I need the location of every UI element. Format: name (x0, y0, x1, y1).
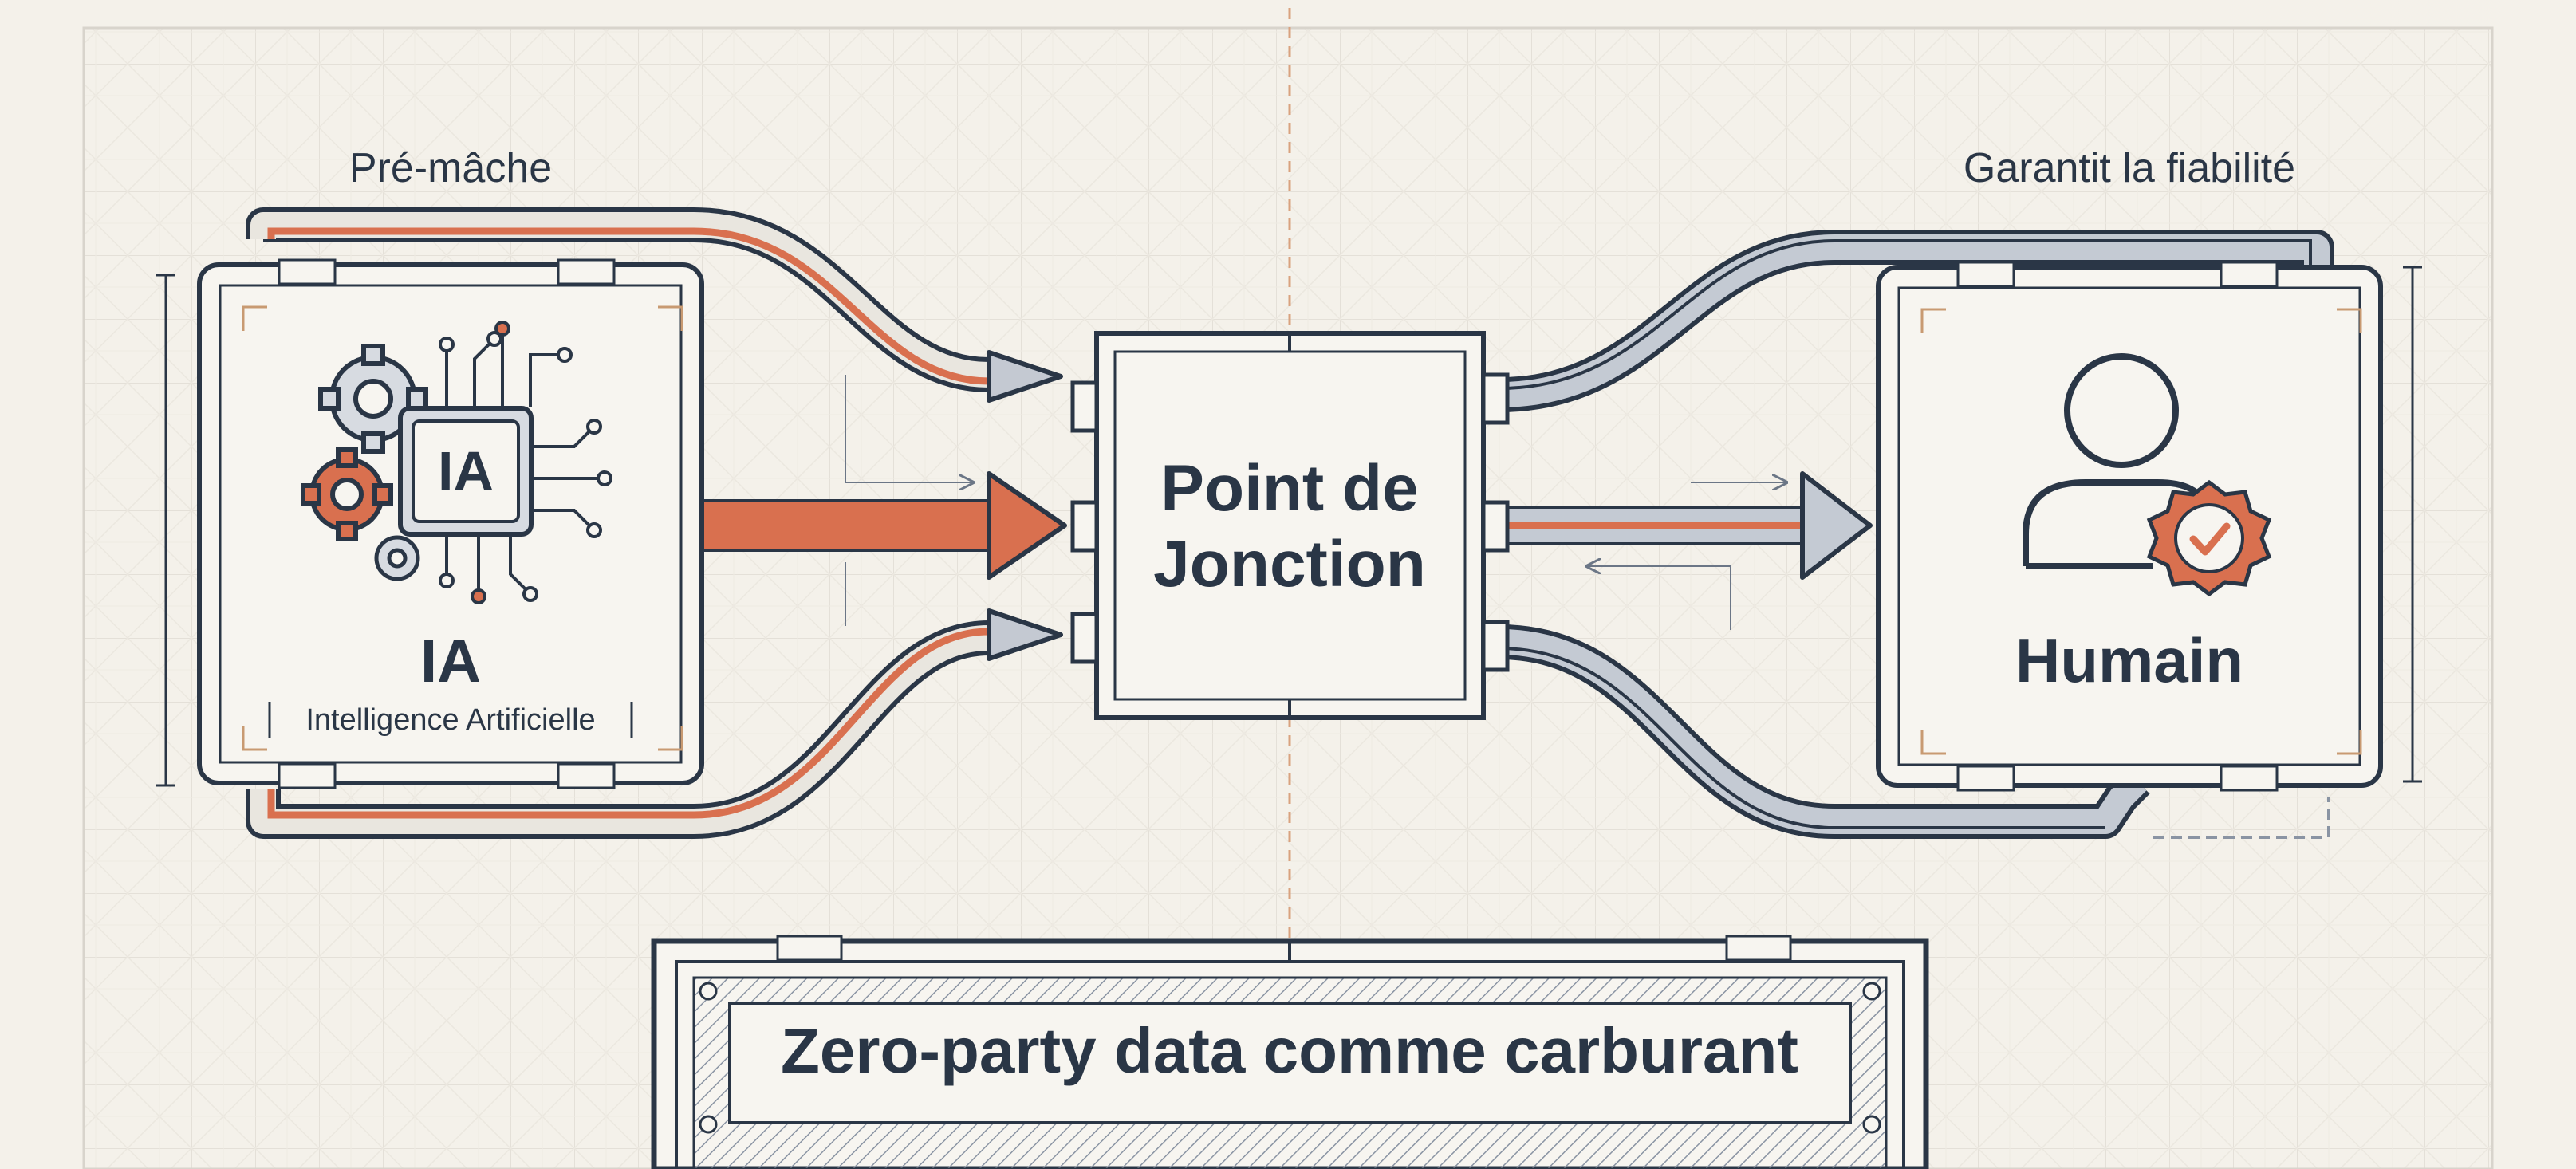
ai-subtitle: Intelligence Artificielle (305, 703, 595, 737)
junction-line2: Jonction (1153, 528, 1426, 600)
pipes-left (246, 207, 1067, 839)
pipes-right (1498, 230, 2334, 839)
junction-box: Point de Jonction (1070, 331, 1510, 720)
gears-icon (301, 344, 428, 581)
ai-annotation: Pré-mâche (349, 145, 552, 191)
human-box: Humain (1876, 261, 2422, 792)
ai-box: IA IA Intelligence Artificielle (156, 258, 704, 789)
circuit-lines (445, 335, 598, 592)
junction-line1: Point de (1160, 452, 1418, 525)
ai-title: IA (420, 628, 481, 695)
chip-icon: IA (398, 406, 534, 537)
banner-text: Zero-party data comme carburant (781, 1015, 1798, 1086)
banner: Zero-party data comme carburant (651, 935, 1929, 1169)
badge-check-icon (2146, 479, 2272, 597)
chip-label: IA (438, 440, 494, 502)
human-title: Humain (2015, 625, 2243, 695)
human-annotation: Garantit la fiabilité (1964, 145, 2295, 191)
